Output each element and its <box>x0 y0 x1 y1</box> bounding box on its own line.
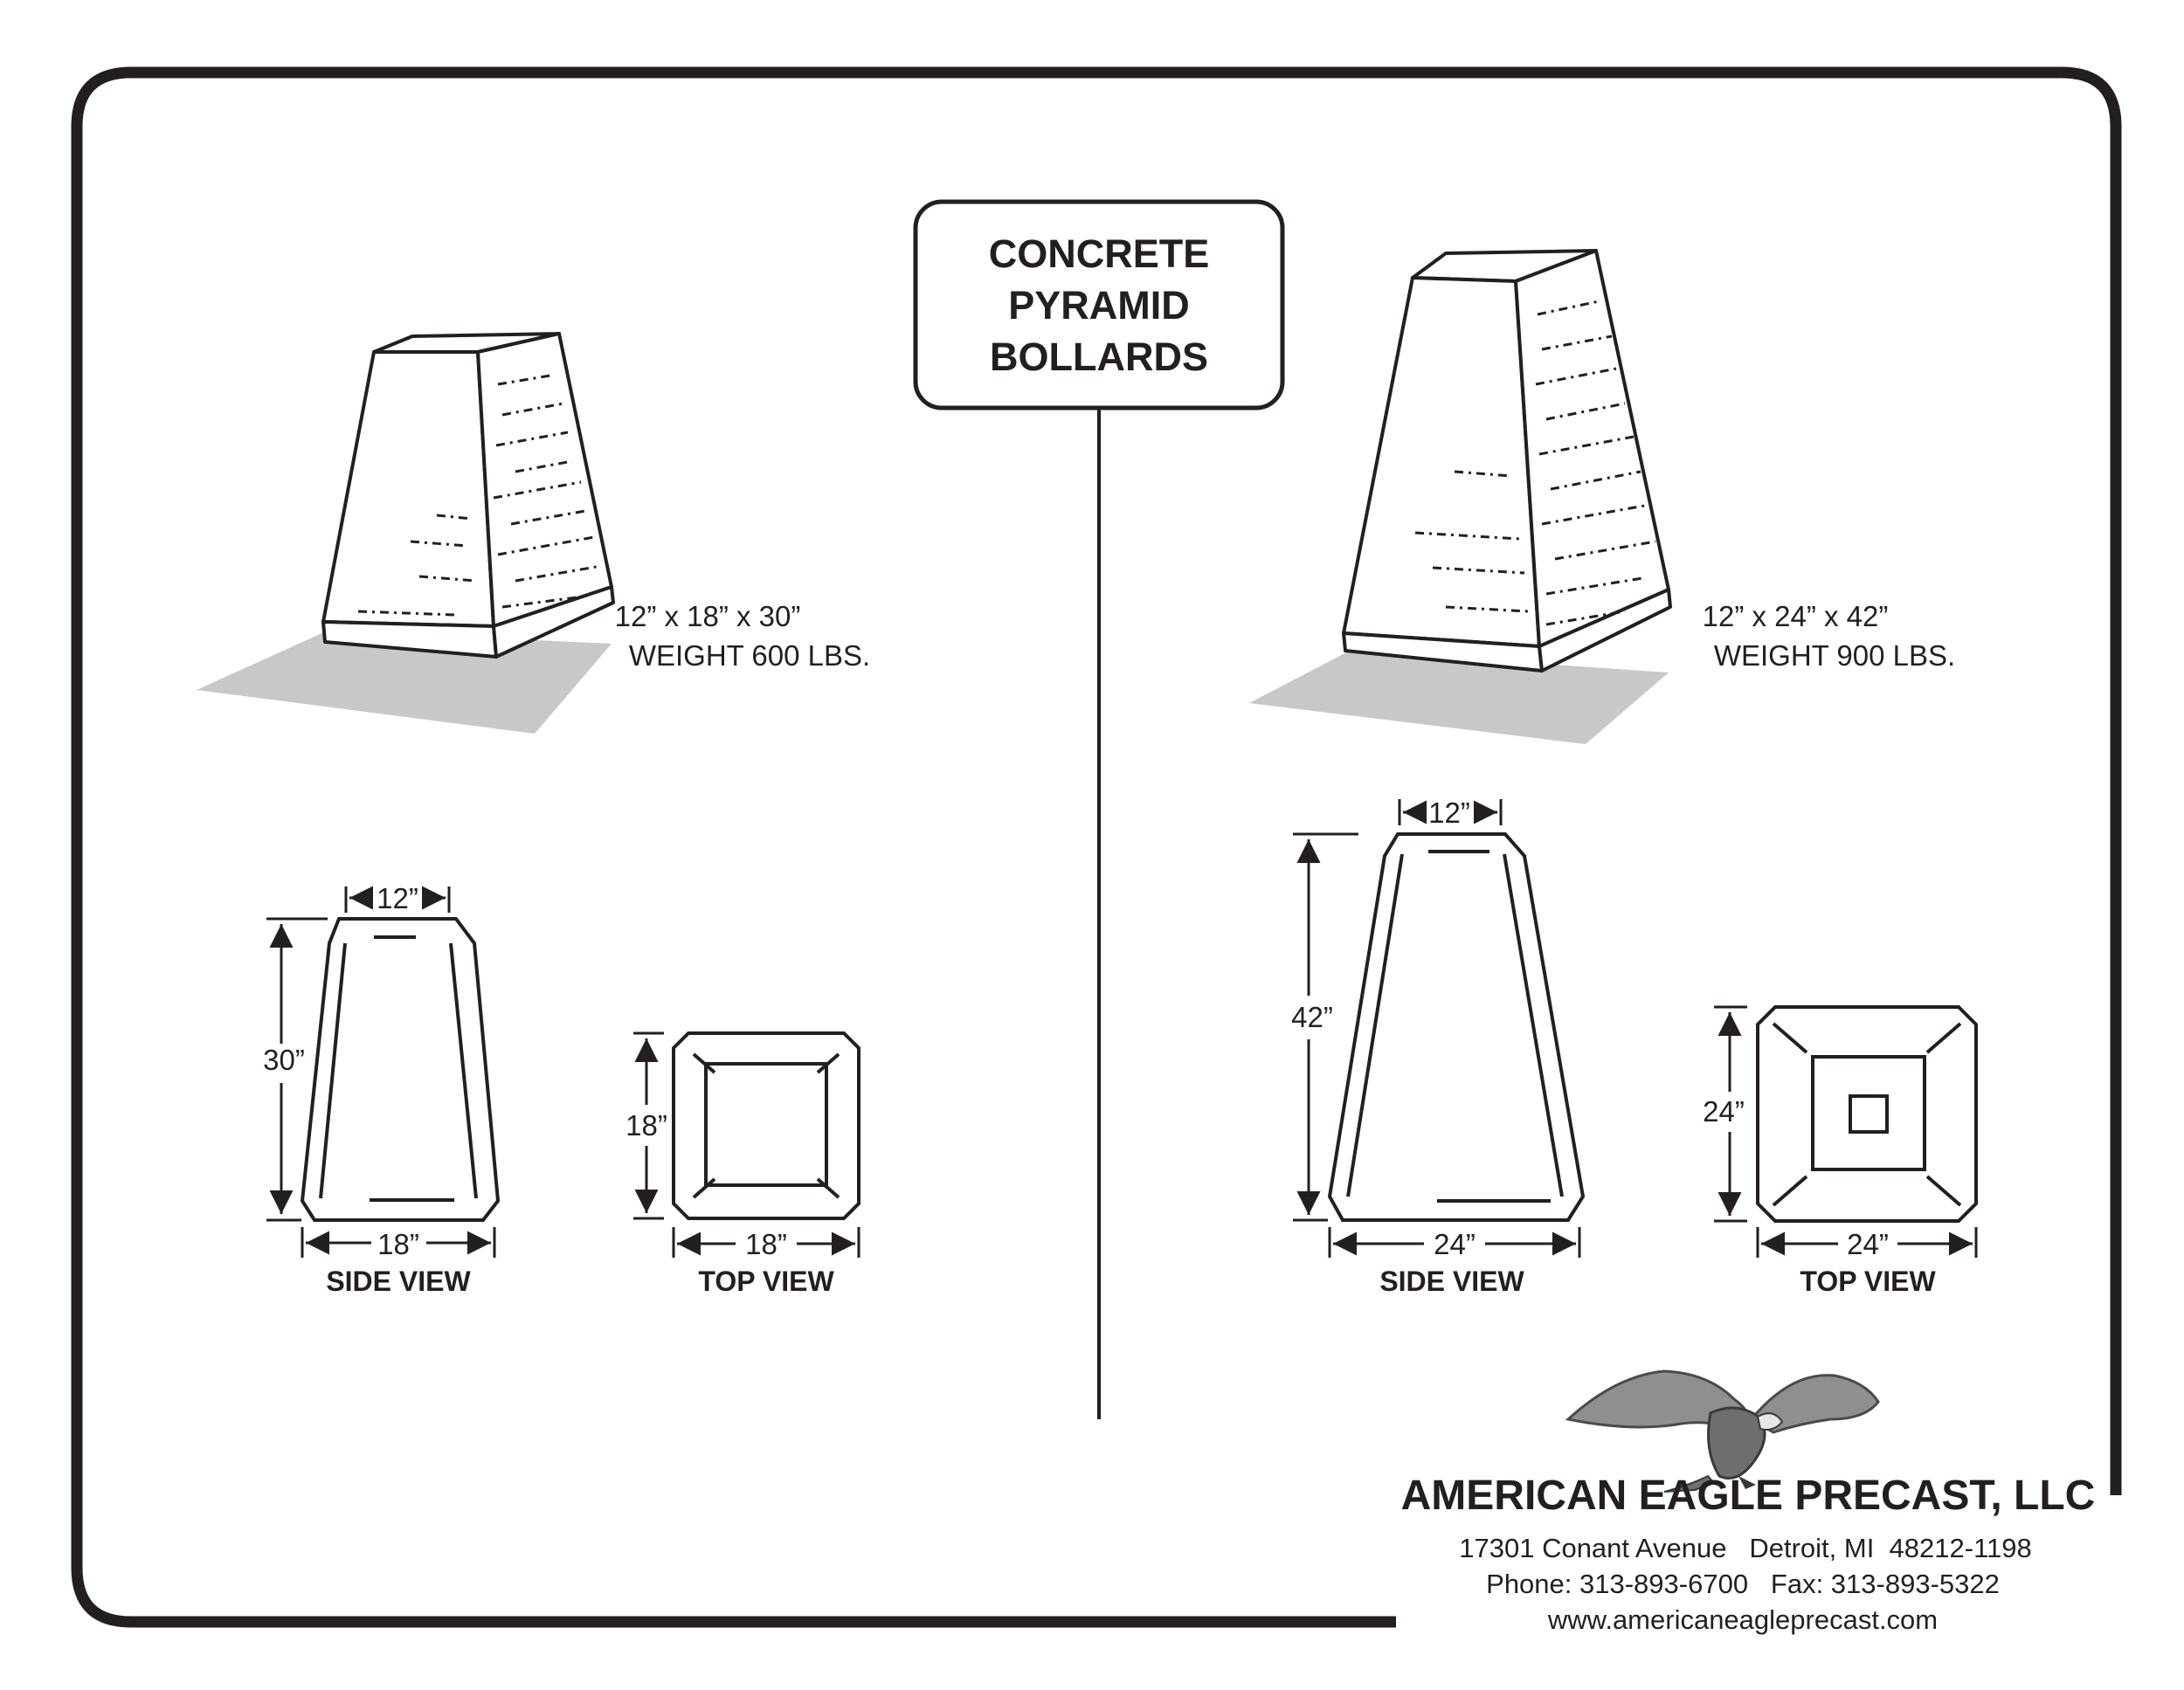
left-top-view <box>633 1031 860 1258</box>
right-side-height: 42” <box>1291 1001 1333 1033</box>
left-bollard-texture <box>357 374 602 617</box>
left-top-view-label: TOP VIEW <box>698 1266 834 1297</box>
company-phone-fax: Phone: 313-893-6700 Fax: 313-893-5322 <box>1486 1569 2000 1599</box>
title-line-2: PYRAMID <box>1008 283 1190 328</box>
right-side-top-width: 12” <box>1428 797 1470 829</box>
left-bollard-illustration: 12” x 18” x 30” WEIGHT 600 LBS. <box>197 332 870 734</box>
right-top-depth: 24” <box>1703 1095 1745 1128</box>
left-side-base-width: 18” <box>377 1228 419 1260</box>
left-top-outline <box>672 1031 860 1220</box>
right-side-view <box>1293 799 1586 1258</box>
left-top-depth: 18” <box>625 1109 667 1142</box>
right-weight-label: WEIGHT 900 LBS. <box>1714 639 1955 672</box>
left-top-width: 18” <box>745 1228 787 1260</box>
left-side-outline <box>300 917 501 1222</box>
right-top-middle <box>1811 1055 1926 1171</box>
right-top-outline <box>1756 1005 1978 1223</box>
company-address: 17301 Conant Avenue Detroit, MI 48212-11… <box>1459 1533 2031 1563</box>
left-side-view-label: SIDE VIEW <box>326 1266 471 1297</box>
title-line-3: BOLLARDS <box>990 335 1208 379</box>
right-top-inner <box>1849 1094 1889 1134</box>
right-top-view-label: TOP VIEW <box>1800 1266 1936 1297</box>
page-frame <box>71 66 2122 1628</box>
left-side-top-width: 12” <box>377 882 418 914</box>
left-weight-label: WEIGHT 600 LBS. <box>629 639 870 672</box>
left-side-view <box>266 886 501 1258</box>
right-side-base-width: 24” <box>1434 1228 1476 1260</box>
right-dimensions-label: 12” x 24” x 42” <box>1703 600 1889 632</box>
right-side-view-label: SIDE VIEW <box>1379 1266 1524 1297</box>
right-top-width: 24” <box>1847 1228 1889 1260</box>
left-bollard-shadow <box>197 631 612 734</box>
company-website: www.americaneagleprecast.com <box>1547 1604 1938 1635</box>
right-bollard-illustration: 12” x 24” x 42” WEIGHT 900 LBS. <box>1249 249 1955 744</box>
left-side-height: 30” <box>263 1044 305 1076</box>
left-bollard-front-face <box>321 350 495 628</box>
left-dimensions-label: 12” x 18” x 30” <box>615 600 801 632</box>
left-bollard-right-base <box>492 585 615 659</box>
eagle-icon <box>1565 1369 1880 1493</box>
title-sign: CONCRETE PYRAMID BOLLARDS <box>913 199 1285 1419</box>
right-side-outline <box>1327 832 1586 1222</box>
right-bollard-front-face <box>1342 276 1541 648</box>
right-top-view <box>1714 1005 1978 1258</box>
right-bollard-shadow <box>1249 651 1669 744</box>
company-name: AMERICAN EAGLE PRECAST, LLC <box>1401 1473 2096 1519</box>
title-line-1: CONCRETE <box>989 231 1210 276</box>
right-bollard-right-base <box>1538 588 1672 673</box>
right-bollard-texture <box>1414 300 1656 626</box>
left-top-inner <box>704 1062 828 1187</box>
